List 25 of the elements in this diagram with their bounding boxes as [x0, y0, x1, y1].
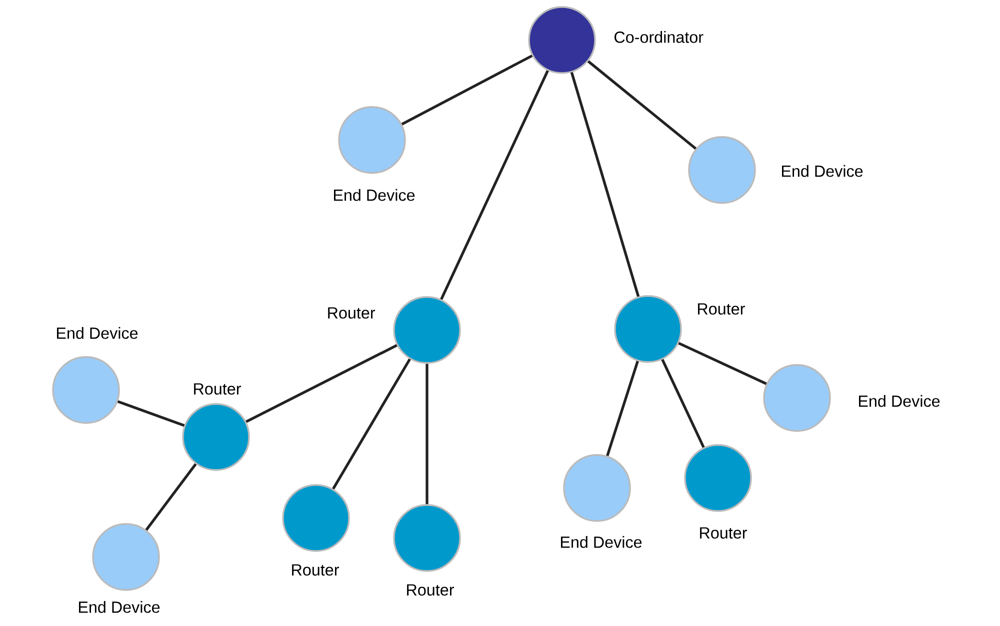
- connector-line: [401, 54, 533, 126]
- node-label: Router: [328, 307, 376, 319]
- node-label: Router: [407, 584, 454, 596]
- connector-line: [440, 70, 549, 300]
- node-label: End Device: [79, 601, 160, 613]
- connector-line: [246, 344, 398, 423]
- node-label: Router: [194, 383, 241, 395]
- node-label: End Device: [57, 327, 138, 339]
- connector-line: [678, 342, 767, 385]
- connector-line: [587, 60, 697, 150]
- connector-line: [332, 358, 411, 490]
- node-label: Router: [292, 564, 339, 576]
- connector-line: [117, 400, 185, 427]
- node-label: End Device: [782, 165, 863, 177]
- node-label: End Device: [334, 189, 415, 201]
- node-label: Router: [700, 527, 747, 539]
- connector-line: [570, 72, 640, 297]
- node-label: Router: [698, 303, 745, 315]
- node-label: Co-ordinator: [614, 31, 704, 43]
- connector-line: [426, 364, 428, 504]
- node-label: End Device: [859, 395, 940, 407]
- node-label: End Device: [561, 536, 642, 548]
- connector-line: [661, 359, 705, 448]
- connector-line: [145, 463, 197, 531]
- connector-line: [606, 360, 639, 456]
